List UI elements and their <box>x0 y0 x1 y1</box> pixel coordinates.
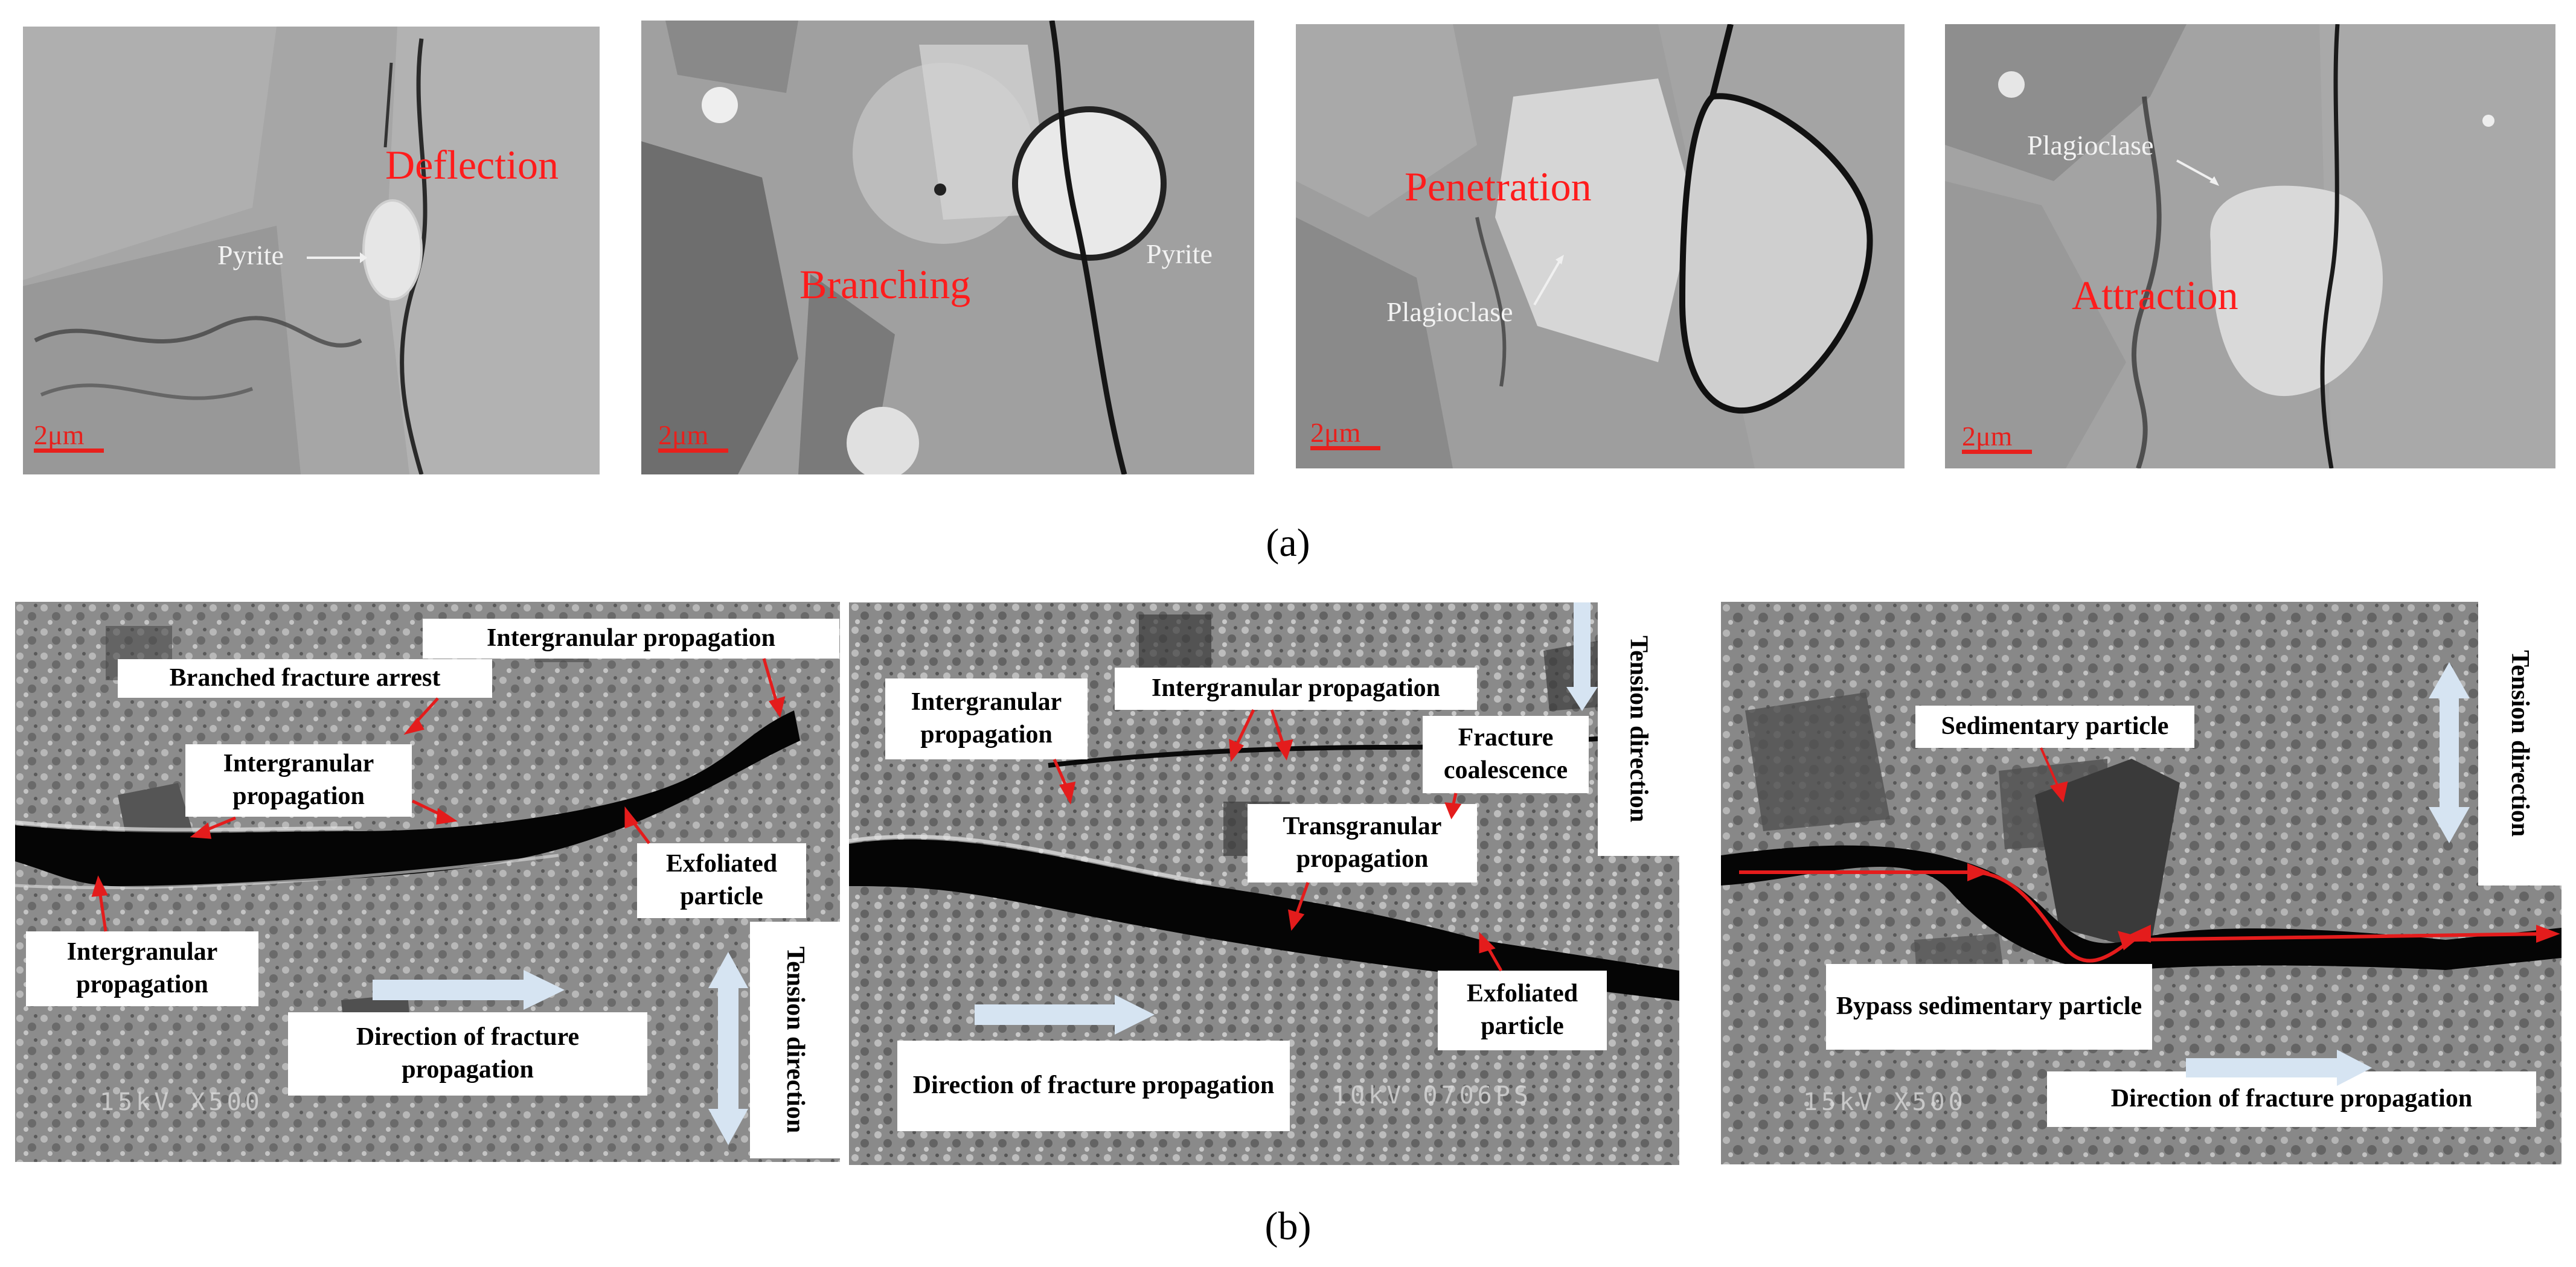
label-attraction: Attraction <box>2072 272 2238 318</box>
label-plagioclase: Plagioclase <box>2027 130 2154 161</box>
sem-image-a3: Penetration Plagioclase 2μm <box>1296 24 1905 468</box>
fracture-path-arrows <box>1739 747 2560 963</box>
label-branched-fracture-arrest: Branched fracture arrest <box>118 659 492 698</box>
caption-a: (a) <box>1266 521 1310 565</box>
label-intergranular-mid: Intergranular propagation <box>185 744 412 817</box>
pointer-arrow <box>2176 159 2219 186</box>
sem-image-a1: Deflection Pyrite 2μm <box>23 27 600 474</box>
sem-texture <box>1721 602 2562 1164</box>
label-exfoliated: Exfoliated particle <box>1438 971 1607 1050</box>
pointer-arrows <box>91 658 786 932</box>
direction-arrow <box>975 995 1155 1035</box>
label-transgranular: Transgranular propagation <box>1248 804 1477 882</box>
sem-texture <box>1945 24 2555 468</box>
label-fracture-coalescence: Fracture coalescence <box>1423 716 1589 793</box>
pointer-arrow <box>307 252 367 263</box>
label-direction: Direction of fracture propagation <box>2047 1071 2536 1127</box>
sem-info-text: 15kV X500 <box>1803 1088 1967 1116</box>
sem-image-b2: 10kV 0706PS Intergranular propagation In… <box>849 602 1679 1165</box>
label-tension-direction: Tension direction <box>2478 602 2562 886</box>
label-pyrite: Pyrite <box>217 240 284 270</box>
label-branching: Branching <box>799 261 971 307</box>
label-deflection: Deflection <box>385 142 559 188</box>
tension-arrow <box>2429 662 2470 843</box>
sem-image-a4: Attraction Plagioclase 2μm <box>1945 24 2555 468</box>
label-direction: Direction of fracture propagation <box>288 1012 647 1096</box>
sem-image-b3: 15kV X500 Sedimentary particle Bypass se… <box>1721 602 2562 1164</box>
label-tension-direction: Tension direction <box>750 922 840 1158</box>
sem-image-b1: 15kV X500 Intergranular propagation Bran… <box>15 602 840 1162</box>
tension-arrow <box>1566 602 1598 711</box>
direction-arrow <box>373 970 565 1010</box>
label-tension-direction: Tension direction <box>1598 602 1679 856</box>
pointer-arrow <box>1533 255 1564 306</box>
sem-texture <box>23 27 600 474</box>
label-intergranular-left: Intergranular propagation <box>26 931 258 1006</box>
label-intergranular-top: Intergranular propagation <box>423 619 839 659</box>
label-plagioclase: Plagioclase <box>1386 296 1513 327</box>
sem-info-text: 15kV X500 <box>100 1088 263 1116</box>
label-exfoliated: Exfoliated particle <box>637 843 806 918</box>
scale-bar: 2μm <box>1962 420 2032 454</box>
scale-bar: 2μm <box>658 419 728 453</box>
label-intergranular-left: Intergranular propagation <box>885 678 1088 759</box>
sem-info-text: 10kV 0706PS <box>1332 1082 1532 1109</box>
scale-bar: 2μm <box>34 419 104 453</box>
sem-texture <box>1296 24 1905 468</box>
sem-image-a2: Branching Pyrite 2μm <box>641 21 1254 474</box>
label-penetration: Penetration <box>1405 164 1592 209</box>
pointer-arrows <box>1053 709 1503 972</box>
caption-b: (b) <box>1264 1204 1312 1248</box>
label-pyrite: Pyrite <box>1146 238 1213 269</box>
direction-arrow <box>2186 1050 2372 1086</box>
label-bypass-sedimentary-particle: Bypass sedimentary particle <box>1826 964 2152 1050</box>
sem-texture <box>641 21 1254 474</box>
tension-arrow <box>708 952 748 1145</box>
scale-bar: 2μm <box>1310 416 1380 450</box>
label-sedimentary-particle: Sedimentary particle <box>1915 706 2194 748</box>
label-intergranular-top: Intergranular propagation <box>1115 668 1477 710</box>
label-direction: Direction of fracture propagation <box>897 1041 1290 1131</box>
